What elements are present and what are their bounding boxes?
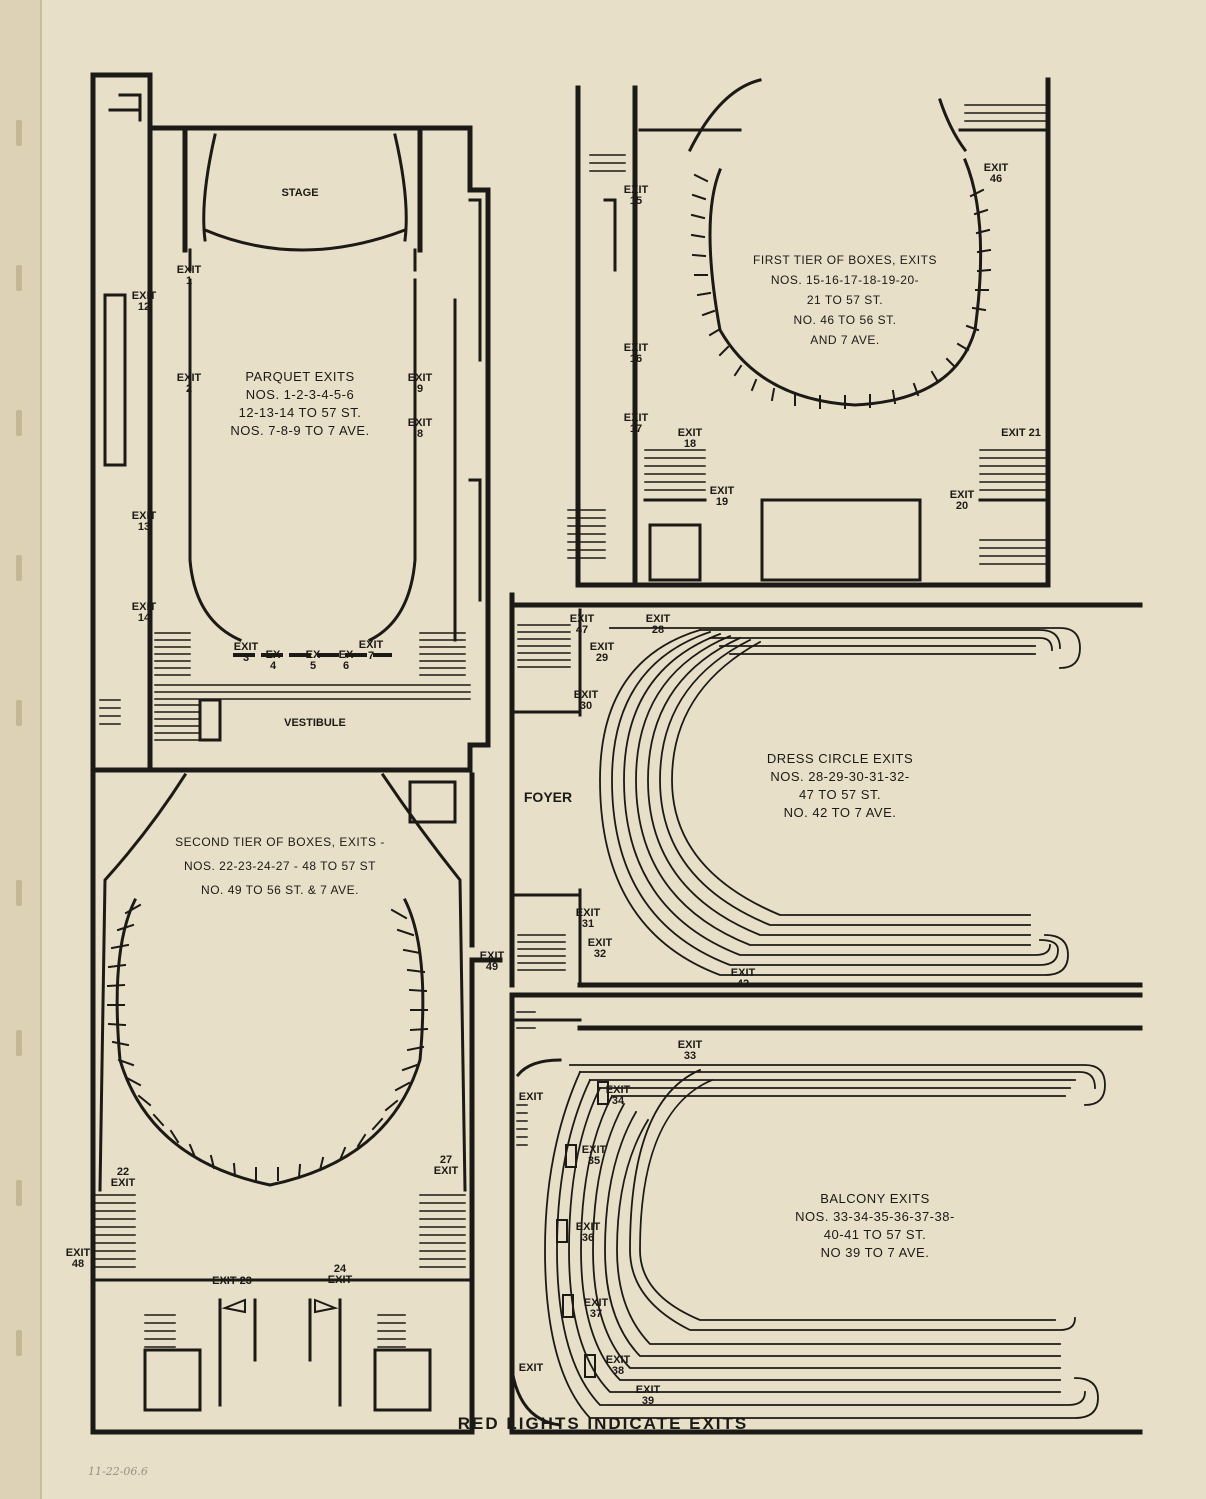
second-tier-plan — [90, 772, 503, 1435]
exit-34-label: EXIT 34 — [605, 1084, 631, 1107]
exit-17-label: EXIT 17 — [623, 412, 649, 435]
foyer-label: FOYER — [523, 789, 573, 805]
exit-upper-left-label: EXIT — [518, 1091, 544, 1103]
exit-30-label: EXIT 30 — [573, 689, 599, 712]
exit-12-label: EXIT 12 — [131, 290, 157, 313]
exit-5-label: EX 5 — [305, 649, 321, 672]
handwritten-note: 11-22-06.6 — [88, 1465, 148, 1478]
exit-18-label: EXIT 18 — [677, 427, 703, 450]
exit-49-label: EXIT 49 — [479, 950, 505, 973]
balcony-exits-title: BALCONY EXITS NOS. 33-34-35-36-37-38- 40… — [795, 1191, 955, 1260]
exit-47-label: EXIT 47 — [569, 613, 595, 636]
exit-8-label: EXIT 8 — [407, 417, 433, 440]
exit-22-label: 22 EXIT — [110, 1166, 136, 1189]
exits-footer: RED LIGHTS INDICATE EXITS — [457, 1414, 749, 1433]
parquet-exits-title: PARQUET EXITS NOS. 1-2-3-4-5-6 12-13-14 … — [230, 369, 370, 438]
exit-39-label: EXIT 39 — [635, 1384, 661, 1407]
exit-15-label: EXIT 15 — [623, 184, 649, 207]
binding-edge — [0, 0, 42, 1499]
dress-circle-exits-title: DRESS CIRCLE EXITS NOS. 28-29-30-31-32- … — [766, 751, 914, 820]
parquet-plan — [90, 72, 491, 773]
exit-42-label: EXIT 42 — [730, 967, 756, 990]
exit-48-label: EXIT 48 — [65, 1247, 91, 1270]
exit-28-label: EXIT 28 — [645, 613, 671, 636]
exit-46-label: EXIT 46 — [983, 162, 1009, 185]
exit-24-label: 24 EXIT — [327, 1263, 353, 1286]
first-tier-exits-title: FIRST TIER OF BOXES, EXITS NOS. 15-16-17… — [753, 253, 937, 347]
exit-2-label: EXIT 2 — [176, 372, 202, 395]
second-tier-box-marks — [106, 903, 429, 1181]
balcony-plan — [509, 992, 1143, 1435]
exit-35-label: EXIT 35 — [581, 1144, 607, 1167]
exit-lower-left-label: EXIT — [518, 1362, 544, 1374]
exit-9-label: EXIT 9 — [407, 372, 433, 395]
exit-37-label: EXIT 37 — [583, 1297, 609, 1320]
exit-7-label: EXIT 7 — [358, 639, 384, 662]
exit-29-label: EXIT 29 — [589, 641, 615, 664]
first-tier-plan — [567, 77, 1051, 588]
exit-13-label: EXIT 13 — [131, 510, 157, 533]
exit-6-label: EX 6 — [338, 649, 354, 672]
exit-38-label: EXIT 38 — [605, 1354, 631, 1377]
exit-36-label: EXIT 36 — [575, 1221, 601, 1244]
exit-31-label: EXIT 31 — [575, 907, 601, 930]
exit-3-label: EXIT 3 — [233, 641, 259, 664]
exit-19-label: EXIT 19 — [709, 485, 735, 508]
stage-label: STAGE — [281, 187, 319, 199]
exit-14-label: EXIT 14 — [131, 601, 157, 624]
exit-1-label: EXIT 1 — [176, 264, 202, 287]
exit-4-label: EX 4 — [265, 649, 281, 672]
exit-27-label: 27 EXIT — [433, 1154, 459, 1177]
dress-circle-plan — [509, 592, 1143, 988]
exit-21-label: EXIT 21 — [1001, 427, 1041, 439]
exit-20-label: EXIT 20 — [949, 489, 975, 512]
first-tier-box-marks — [690, 173, 992, 409]
second-tier-exits-title: SECOND TIER OF BOXES, EXITS - NOS. 22-23… — [175, 835, 385, 897]
exit-32-label: EXIT 32 — [587, 937, 613, 960]
exit-23-label: EXIT 23 — [212, 1275, 252, 1287]
vestibule-label: VESTIBULE — [284, 717, 346, 729]
exit-16-label: EXIT 16 — [623, 342, 649, 365]
exit-33-label: EXIT 33 — [677, 1039, 703, 1062]
